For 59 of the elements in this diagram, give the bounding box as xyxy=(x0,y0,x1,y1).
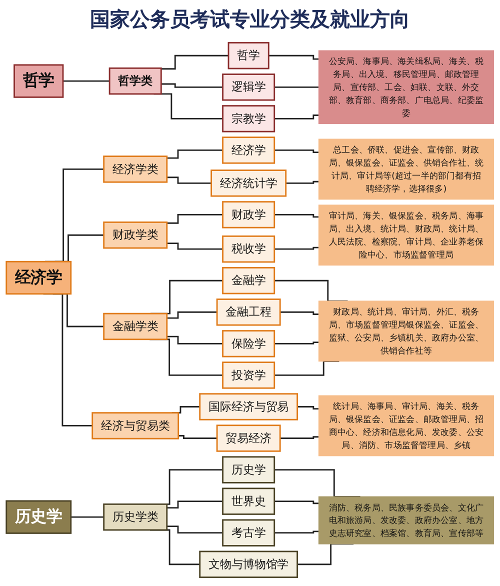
node-box: 贸易经济 xyxy=(216,424,281,452)
connector xyxy=(268,54,319,60)
node-box: 历史学类 xyxy=(103,503,168,531)
node-box: 考古学 xyxy=(222,519,276,546)
connector xyxy=(280,311,319,315)
connector xyxy=(161,83,223,88)
node-box: 文物与博物馆学 xyxy=(199,550,298,578)
node-box: 统计局、海事局、审计局、海关、税务局、银保监会、证监会、邮政管理局、招商中心、经济和信息化局、发改委、公安局、消防、市场监督管理局、乡镇 xyxy=(318,395,494,456)
node-box: 哲学类 xyxy=(108,67,162,95)
node-box: 宗教学 xyxy=(222,105,276,132)
node-box: 财政局、统计局、审计局、外汇、税务局、市场监督管理局银保监会、证监会、监狱、公安局、乡镇机关、政府办公室、供销合作社等 xyxy=(318,300,494,362)
node-box: 经济学 xyxy=(6,260,72,295)
connector xyxy=(70,516,104,518)
connector xyxy=(166,242,223,250)
connector xyxy=(286,180,319,184)
node-box: 哲学 xyxy=(228,42,270,70)
node-box: 世界史 xyxy=(222,488,276,515)
connector xyxy=(274,500,319,504)
node-box: 财政学 xyxy=(222,201,276,228)
connector xyxy=(274,342,319,344)
node-box: 保险学 xyxy=(222,330,276,358)
connector xyxy=(166,214,223,224)
node-box: 投资学 xyxy=(222,362,276,389)
node-box: 经济与贸易类 xyxy=(92,412,180,440)
connector xyxy=(274,86,319,88)
node-box: 金融工程 xyxy=(216,298,281,326)
node-box: 历史学 xyxy=(222,456,276,484)
connector xyxy=(166,150,223,159)
connector xyxy=(166,500,223,509)
node-box: 金融学类 xyxy=(103,312,168,340)
title: 国家公务员考试专业分类及就业方向 xyxy=(89,6,411,33)
node-box: 经济统计学 xyxy=(210,170,287,197)
node-box: 财政学类 xyxy=(103,222,168,249)
connector xyxy=(274,246,319,250)
node-box: 经济学 xyxy=(222,136,276,164)
node-box: 哲学 xyxy=(14,64,64,98)
connector xyxy=(161,54,228,70)
connector xyxy=(178,435,218,439)
connector xyxy=(166,176,212,184)
node-box: 逻辑学 xyxy=(222,74,276,101)
node-box: 总工会、侨联、促进会、宣传部、财政局、银保监会、证监会、供销合作社、统计局、审计局等(超过一半的部门都有招聘经济学，选择很多) xyxy=(318,138,494,200)
connector xyxy=(166,311,218,319)
node-box: 消防、税务局、民族事务委员会、文化广电和旅游局、发改委、政府办公室、地方史志研究室、档案馆、教育局、宣传部等 xyxy=(318,496,494,544)
connector xyxy=(274,214,319,218)
node-box: 国际经济与贸易 xyxy=(199,393,298,420)
connector xyxy=(166,336,223,344)
connector xyxy=(274,150,319,153)
connector xyxy=(280,436,319,439)
node-box: 历史学 xyxy=(6,500,72,534)
node-box: 经济学类 xyxy=(103,156,168,183)
connector xyxy=(297,406,319,410)
connector xyxy=(274,114,319,120)
node-box: 金融学 xyxy=(222,267,276,294)
connector xyxy=(166,526,223,534)
connector xyxy=(274,530,319,534)
connector xyxy=(62,80,110,82)
node-box: 公安局、海事局、海关缉私局、海关、税务局、出入境、移民管理局、邮政管理局、宣传部、工会、妇联、文联、外交部、教育部、商务部、广电总局、纪委监委 xyxy=(318,50,494,124)
node-box: 审计局、海关、银保监会、税务局、海事局、出入境、统计局、财政局、统计局、人民法院、检察院、审计局、企业养老保险中心、市场监督管理局 xyxy=(318,204,494,266)
node-box: 税收学 xyxy=(222,235,276,263)
